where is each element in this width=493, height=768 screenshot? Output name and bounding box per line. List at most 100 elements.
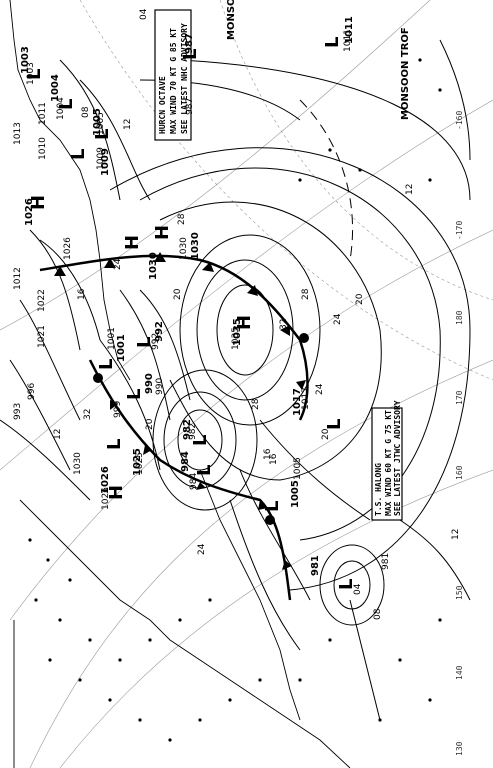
svg-text:1003: 1003 bbox=[20, 46, 31, 74]
svg-text:20: 20 bbox=[145, 418, 155, 430]
svg-text:1001: 1001 bbox=[116, 334, 127, 362]
pressure-center-low: L 1005 bbox=[92, 108, 113, 140]
pressure-center-low: L 992 bbox=[134, 321, 165, 348]
svg-text:12: 12 bbox=[123, 119, 133, 130]
svg-text:L: L bbox=[180, 49, 201, 60]
pressure-center-low: L 1005 bbox=[262, 480, 301, 512]
svg-text:L: L bbox=[96, 359, 117, 370]
svg-text:L: L bbox=[322, 37, 343, 48]
svg-text:L: L bbox=[194, 465, 215, 476]
svg-text:992: 992 bbox=[154, 321, 165, 342]
isobar-1016 bbox=[109, 147, 471, 591]
advisory-halong-line-3: SEE LATEST JTWC ADVISORY bbox=[393, 400, 402, 516]
svg-text:H: H bbox=[28, 195, 49, 210]
svg-text:12: 12 bbox=[405, 184, 415, 195]
pressure-center-low: L 1011 bbox=[322, 16, 355, 48]
svg-text:24: 24 bbox=[315, 383, 325, 395]
svg-text:1035: 1035 bbox=[232, 318, 243, 346]
svg-text:1009: 1009 bbox=[100, 148, 111, 176]
svg-text:982: 982 bbox=[188, 423, 198, 440]
svg-text:150: 150 bbox=[455, 585, 464, 600]
isobar-low-982 bbox=[177, 409, 223, 471]
svg-text:L: L bbox=[68, 149, 89, 160]
cold-front bbox=[39, 254, 309, 421]
svg-text:16: 16 bbox=[269, 453, 279, 465]
svg-text:L: L bbox=[336, 579, 357, 590]
isobar-1024 bbox=[159, 201, 382, 481]
pressure-center-high: H 1030 bbox=[152, 225, 201, 260]
advisory-halong: T.S. HALONG MAX WIND 60 KT G 75 KT SEE L… bbox=[371, 400, 403, 521]
svg-text:04: 04 bbox=[139, 8, 149, 20]
svg-text:987: 987 bbox=[185, 98, 195, 115]
svg-text:140: 140 bbox=[455, 665, 464, 680]
isobar-labels: 1003 1004 1005 1009 1010 1011 1013 1012 … bbox=[13, 29, 391, 570]
svg-text:1011: 1011 bbox=[343, 29, 353, 52]
svg-text:1005: 1005 bbox=[96, 112, 106, 135]
svg-text:1017: 1017 bbox=[292, 388, 303, 416]
svg-text:L: L bbox=[124, 389, 145, 400]
fronts bbox=[39, 252, 309, 601]
pressure-center-low: L 984 bbox=[180, 451, 215, 476]
svg-text:H: H bbox=[106, 485, 127, 500]
longitude-labels: -160 -170 180 170 160 150 140 130 bbox=[455, 111, 464, 756]
svg-text:1022: 1022 bbox=[37, 289, 47, 312]
advisory-octave-line-3: SEE LATEST NHC ADVISORY bbox=[180, 23, 189, 134]
svg-text:H: H bbox=[122, 235, 143, 250]
svg-text:20: 20 bbox=[173, 288, 183, 300]
svg-text:16: 16 bbox=[77, 288, 87, 300]
svg-text:-170: -170 bbox=[455, 221, 464, 240]
svg-text:984: 984 bbox=[189, 473, 199, 490]
pressure-center-low: L 981 bbox=[310, 555, 357, 590]
pressure-center-low: L 1004 bbox=[50, 74, 77, 110]
svg-text:08: 08 bbox=[81, 106, 91, 118]
isobar-1035 bbox=[216, 284, 274, 376]
svg-text:992: 992 bbox=[151, 333, 161, 350]
svg-text:1005: 1005 bbox=[290, 480, 301, 508]
svg-text:1011: 1011 bbox=[344, 16, 355, 44]
monsoon-trof-label-2: MONSOON TROF bbox=[400, 27, 411, 120]
svg-text:12: 12 bbox=[53, 429, 63, 440]
svg-text:1013: 1013 bbox=[13, 122, 23, 145]
pressure-center-high: H 1035 bbox=[232, 315, 255, 346]
advisory-octave-line-1: HURCN OCTAVE bbox=[158, 76, 167, 134]
svg-text:-160: -160 bbox=[455, 111, 464, 130]
svg-text:1005: 1005 bbox=[92, 108, 103, 136]
svg-text:28: 28 bbox=[177, 213, 187, 225]
svg-text:1001: 1001 bbox=[107, 327, 117, 350]
isobar-1028 bbox=[179, 234, 321, 426]
svg-text:1011: 1011 bbox=[38, 102, 48, 125]
advisory-halong-line-1: T.S. HALONG bbox=[374, 463, 383, 516]
advisory-octave-line-2: MAX WIND 70 KT G 85 KT bbox=[169, 28, 178, 134]
svg-text:987: 987 bbox=[184, 33, 195, 54]
svg-text:1025: 1025 bbox=[132, 448, 143, 476]
svg-text:24: 24 bbox=[113, 258, 123, 270]
svg-text:L: L bbox=[262, 501, 283, 512]
svg-text:1026: 1026 bbox=[63, 237, 73, 260]
svg-text:H: H bbox=[234, 315, 255, 330]
svg-text:180: 180 bbox=[455, 310, 464, 325]
pressure-centers: H 1035 H 1030 H 1026 H 1030 H 1026 L 101… bbox=[20, 16, 357, 590]
svg-text:16: 16 bbox=[263, 448, 273, 460]
svg-text:20: 20 bbox=[355, 293, 365, 305]
pressure-center-low: L 982 bbox=[182, 419, 211, 446]
pressure-center-low: L 987 bbox=[180, 33, 201, 60]
svg-text:04: 04 bbox=[353, 583, 363, 595]
svg-text:L: L bbox=[104, 439, 125, 450]
svg-text:L: L bbox=[24, 69, 45, 80]
pressure-center-high: H 1026 bbox=[100, 466, 127, 500]
svg-text:160: 160 bbox=[455, 465, 464, 480]
svg-text:981: 981 bbox=[310, 555, 321, 576]
svg-text:L: L bbox=[56, 99, 77, 110]
svg-text:1021: 1021 bbox=[37, 325, 47, 348]
svg-text:L: L bbox=[190, 435, 211, 446]
svg-text:1009: 1009 bbox=[96, 147, 106, 170]
svg-text:1030: 1030 bbox=[73, 452, 83, 475]
svg-text:24: 24 bbox=[197, 543, 207, 555]
svg-text:996: 996 bbox=[27, 383, 37, 400]
svg-text:L: L bbox=[324, 419, 345, 430]
station-plots bbox=[28, 58, 442, 742]
pressure-center-high: H 1030 bbox=[122, 235, 159, 280]
svg-text:990: 990 bbox=[144, 373, 155, 394]
